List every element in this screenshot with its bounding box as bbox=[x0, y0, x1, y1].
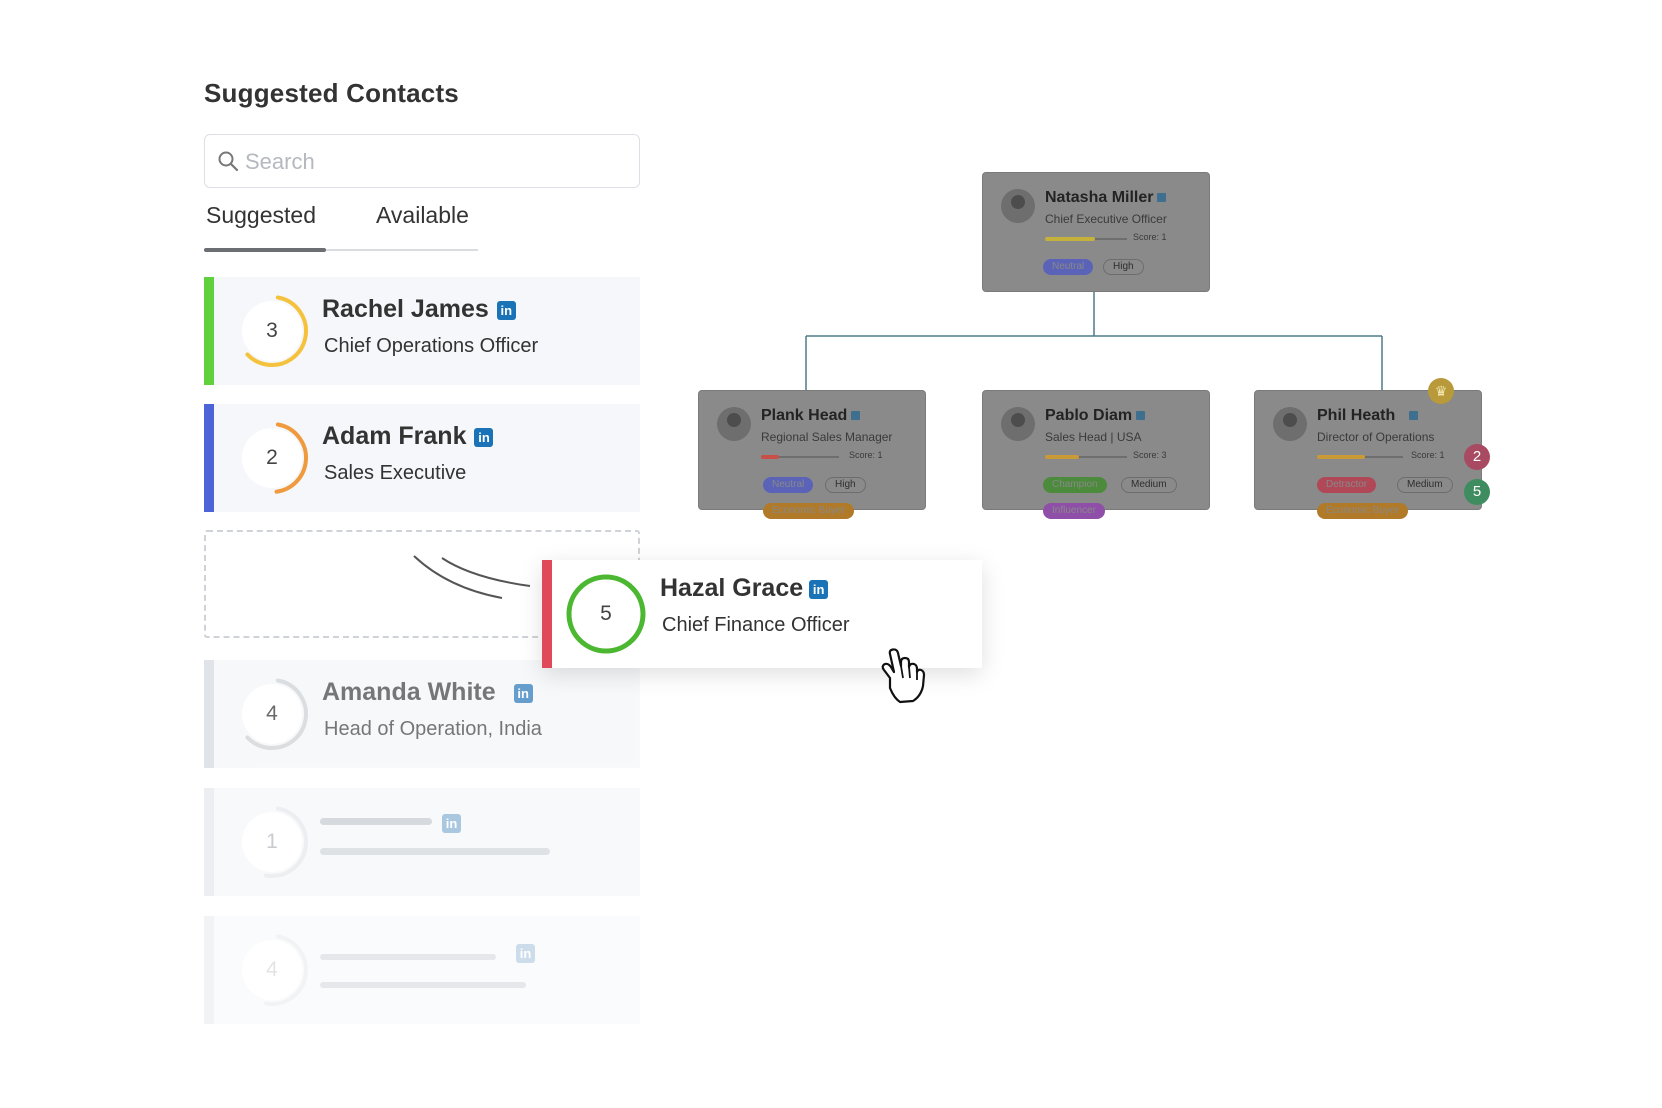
skeleton-line bbox=[320, 818, 432, 825]
score-label: Score: 3 bbox=[1133, 450, 1167, 460]
avatar bbox=[1001, 407, 1035, 441]
node-role: Sales Head | USA bbox=[1045, 430, 1142, 444]
score-fill bbox=[1045, 237, 1095, 241]
org-node[interactable]: Pablo Diam Sales Head | USA Score: 3 Cha… bbox=[982, 390, 1210, 519]
score-number: 3 bbox=[266, 319, 278, 342]
panel-title: Suggested Contacts bbox=[204, 78, 459, 108]
tab-divider bbox=[204, 249, 478, 251]
tag-pill: Medium bbox=[1121, 477, 1177, 493]
tab-suggested[interactable]: Suggested bbox=[206, 202, 316, 228]
card-color-bar bbox=[204, 404, 214, 512]
score-number: 4 bbox=[266, 958, 278, 981]
count-badge[interactable]: 2 bbox=[1464, 444, 1490, 470]
contact-role: Sales Executive bbox=[324, 462, 467, 484]
score-label: Score: 1 bbox=[1133, 232, 1167, 242]
card-color-bar bbox=[204, 916, 214, 1024]
node-name: Natasha Miller bbox=[1045, 189, 1167, 207]
skeleton-line bbox=[320, 848, 550, 855]
linkedin-icon: in bbox=[442, 814, 461, 833]
linkedin-icon[interactable]: in bbox=[513, 683, 533, 703]
skeleton-line bbox=[320, 982, 526, 988]
motion-lines bbox=[413, 555, 531, 599]
score-ring bbox=[236, 934, 308, 1006]
score-ring bbox=[236, 422, 308, 494]
org-node[interactable]: Plank Head Regional Sales Manager Score:… bbox=[698, 390, 926, 519]
score-number: 1 bbox=[266, 830, 278, 853]
avatar bbox=[1001, 189, 1035, 223]
contact-card-skeleton: 1 in bbox=[204, 788, 640, 896]
hand-pointer-icon bbox=[881, 648, 926, 704]
tab-available[interactable]: Available bbox=[376, 202, 469, 228]
card-color-bar bbox=[204, 660, 214, 768]
node-role: Regional Sales Manager bbox=[761, 430, 893, 444]
linkedin-icon[interactable] bbox=[1409, 411, 1419, 421]
score-fill bbox=[761, 455, 779, 459]
linkedin-icon[interactable] bbox=[1136, 411, 1146, 421]
score-track bbox=[761, 456, 839, 458]
tag-pill: Economic Buyer bbox=[763, 503, 854, 519]
search-box[interactable] bbox=[204, 134, 640, 188]
contact-card-skeleton: 4 in bbox=[204, 916, 640, 1024]
tag-pill: Neutral bbox=[1043, 259, 1094, 275]
linkedin-icon[interactable] bbox=[851, 411, 861, 421]
tag-pill: Medium bbox=[1397, 477, 1453, 493]
skeleton-line bbox=[320, 954, 496, 960]
linkedin-icon: in bbox=[516, 944, 535, 963]
score-number: 4 bbox=[266, 702, 278, 725]
avatar bbox=[717, 407, 751, 441]
tag-pill: Neutral bbox=[763, 477, 814, 493]
org-node-root[interactable]: Natasha Miller Chief Executive Officer S… bbox=[982, 172, 1210, 292]
contact-role: Chief Finance Officer bbox=[662, 614, 850, 636]
search-icon bbox=[218, 151, 239, 172]
avatar bbox=[1273, 407, 1307, 441]
score-label: Score: 1 bbox=[1411, 450, 1445, 460]
node-name: Plank Head bbox=[761, 407, 861, 425]
tag-pill: High bbox=[825, 477, 866, 493]
node-name: Phil Heath bbox=[1317, 407, 1419, 425]
count-badge[interactable]: 5 bbox=[1464, 479, 1490, 505]
linkedin-icon[interactable]: in bbox=[809, 579, 829, 599]
node-role: Chief Executive Officer bbox=[1045, 212, 1167, 226]
tag-pill: Economic Buyer bbox=[1317, 503, 1408, 519]
score-ring bbox=[566, 574, 646, 654]
score-fill bbox=[1317, 455, 1365, 459]
linkedin-icon[interactable] bbox=[1157, 193, 1167, 203]
score-number: 2 bbox=[266, 446, 278, 469]
linkedin-icon[interactable]: in bbox=[474, 427, 494, 447]
card-color-bar bbox=[542, 560, 552, 668]
card-color-bar bbox=[204, 788, 214, 896]
score-ring bbox=[236, 806, 308, 878]
crown-icon: ♛ bbox=[1428, 378, 1454, 404]
card-color-bar bbox=[204, 277, 214, 385]
linkedin-icon[interactable]: in bbox=[496, 300, 516, 320]
node-role: Director of Operations bbox=[1317, 430, 1435, 444]
contact-role: Chief Operations Officer bbox=[324, 335, 539, 357]
tag-pill: Detractor bbox=[1317, 477, 1377, 493]
tab-active-indicator bbox=[204, 248, 326, 252]
score-ring bbox=[236, 678, 308, 750]
org-node[interactable]: Phil Heath Director of Operations Score:… bbox=[1254, 390, 1482, 519]
score-fill bbox=[1045, 455, 1079, 459]
node-name: Pablo Diam bbox=[1045, 407, 1146, 425]
search-input[interactable] bbox=[243, 143, 627, 181]
tag-pill: High bbox=[1103, 259, 1144, 275]
score-label: Score: 1 bbox=[849, 450, 883, 460]
tag-pill: Champion bbox=[1043, 477, 1107, 493]
score-ring bbox=[236, 295, 308, 367]
tag-pill: Influencer bbox=[1043, 503, 1105, 519]
score-number: 5 bbox=[600, 602, 612, 625]
score-track bbox=[1045, 456, 1127, 458]
contact-role: Head of Operation, India bbox=[324, 718, 542, 740]
